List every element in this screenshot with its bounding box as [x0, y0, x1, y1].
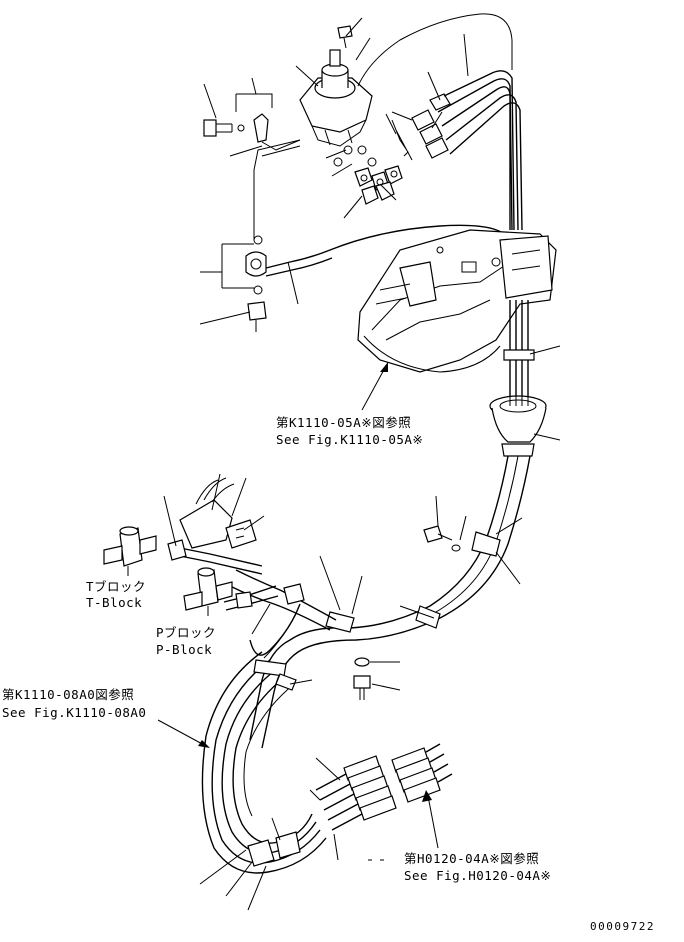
- bolt-lower: [353, 675, 371, 700]
- bolt-washer-right: [423, 525, 461, 552]
- harness-ref-en: See Fig.K1110-08A0: [2, 705, 147, 720]
- hose-connectors: [411, 70, 523, 231]
- hose-end-fittings-right: [391, 743, 453, 803]
- harness-ref-jp: 第K1110-08A0図参照: [2, 687, 135, 702]
- t-block: [103, 526, 157, 576]
- hoses-ref-jp: 第H0120-04A※図参照: [404, 851, 540, 866]
- hoses-ref-en: See Fig.H0120-04A※: [404, 868, 552, 883]
- t-block-label-jp: Tブロック: [86, 579, 147, 594]
- ppc-valve-assembly: [203, 13, 523, 332]
- drawing-number: 00009722: [590, 920, 655, 933]
- leader-lines: [157, 17, 561, 911]
- console-ref-en: See Fig.K1110-05A※: [276, 432, 424, 447]
- hose-harness: [167, 455, 531, 874]
- top-bolt: [337, 25, 353, 49]
- left-bolt: [203, 119, 245, 137]
- p-block-label-en: P-Block: [156, 642, 213, 657]
- fitting-cluster: [354, 165, 403, 205]
- console-ref-jp: 第K1110-05A※図参照: [276, 415, 412, 430]
- rubber-boot: [489, 378, 547, 457]
- p-block: [183, 567, 233, 616]
- t-block-label-en: T-Block: [86, 595, 143, 610]
- console-bracket: [357, 229, 557, 400]
- p-block-label-jp: Pブロック: [156, 625, 217, 640]
- hose-end-fittings-left: [315, 755, 397, 831]
